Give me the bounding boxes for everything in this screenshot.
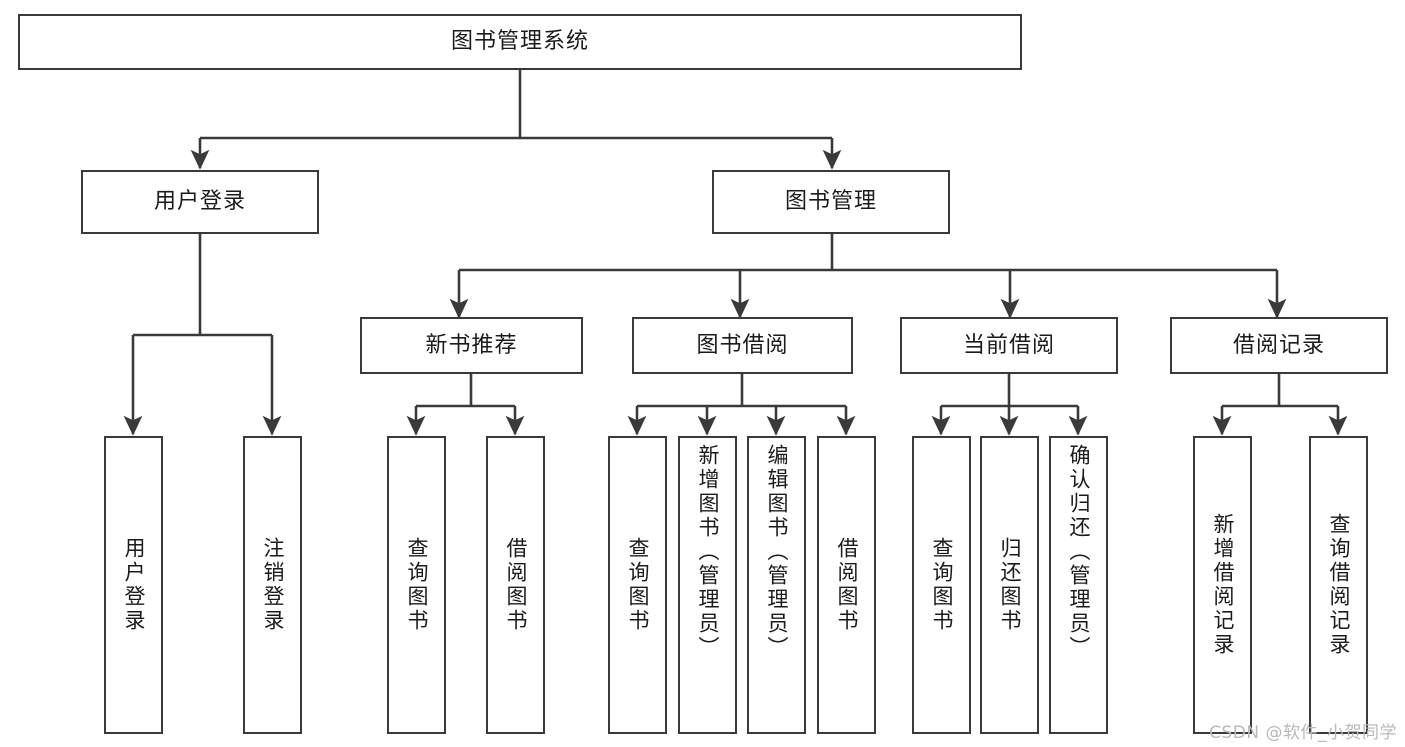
node-leaf-query-borrow-record[interactable]: 查询借阅记录 [1309, 436, 1368, 734]
node-label: 图书借阅 [696, 332, 789, 358]
node-label: 图书管理系统 [450, 29, 589, 54]
node-leaf-return-book[interactable]: 归还图书 [980, 436, 1039, 734]
node-label: 注销登录 [261, 537, 285, 633]
csdn-watermark: CSDN @软件_小贺同学 [1209, 723, 1397, 743]
node-label: 用户登录 [122, 537, 146, 633]
node-borrow-record[interactable]: 借阅记录 [1170, 317, 1388, 374]
node-label: 新增借阅记录 [1211, 513, 1235, 657]
node-book-borrow[interactable]: 图书借阅 [632, 317, 853, 374]
node-leaf-add-borrow-record[interactable]: 新增借阅记录 [1193, 436, 1252, 734]
node-leaf-user-login[interactable]: 用户登录 [104, 436, 163, 734]
node-new-book-recommend[interactable]: 新书推荐 [360, 317, 583, 374]
node-leaf-query-book-3[interactable]: 查询图书 [912, 436, 971, 734]
node-leaf-edit-book-admin[interactable]: 编辑图书（管理员） [747, 436, 806, 734]
node-leaf-query-book-2[interactable]: 查询图书 [608, 436, 667, 734]
node-leaf-logout-login[interactable]: 注销登录 [243, 436, 302, 734]
node-label: 借阅图书 [835, 537, 859, 633]
node-label: 归还图书 [998, 537, 1022, 633]
node-leaf-query-book-1[interactable]: 查询图书 [387, 436, 446, 734]
node-book-manage[interactable]: 图书管理 [712, 170, 950, 234]
node-label: 确认归还（管理员） [1067, 444, 1091, 660]
node-label: 借阅图书 [504, 537, 528, 633]
node-leaf-borrow-book-2[interactable]: 借阅图书 [817, 436, 876, 734]
node-current-borrow[interactable]: 当前借阅 [900, 317, 1118, 374]
node-label: 编辑图书（管理员） [765, 444, 789, 660]
node-leaf-borrow-book-1[interactable]: 借阅图书 [486, 436, 545, 734]
node-label: 用户登录 [153, 189, 246, 214]
node-leaf-confirm-return-admin[interactable]: 确认归还（管理员） [1049, 436, 1108, 734]
node-label: 当前借阅 [962, 332, 1055, 358]
node-leaf-add-book-admin[interactable]: 新增图书（管理员） [678, 436, 737, 734]
node-label: 查询图书 [930, 537, 954, 633]
node-label: 图书管理 [784, 189, 877, 214]
node-label: 查询图书 [405, 537, 429, 633]
node-root-book-management-system[interactable]: 图书管理系统 [18, 14, 1022, 70]
node-label: 查询借阅记录 [1327, 513, 1351, 657]
node-label: 新增图书（管理员） [696, 444, 720, 660]
node-label: 查询图书 [626, 537, 650, 633]
node-label: 借阅记录 [1232, 332, 1325, 358]
node-label: 新书推荐 [425, 332, 518, 358]
node-user-login[interactable]: 用户登录 [81, 170, 319, 234]
